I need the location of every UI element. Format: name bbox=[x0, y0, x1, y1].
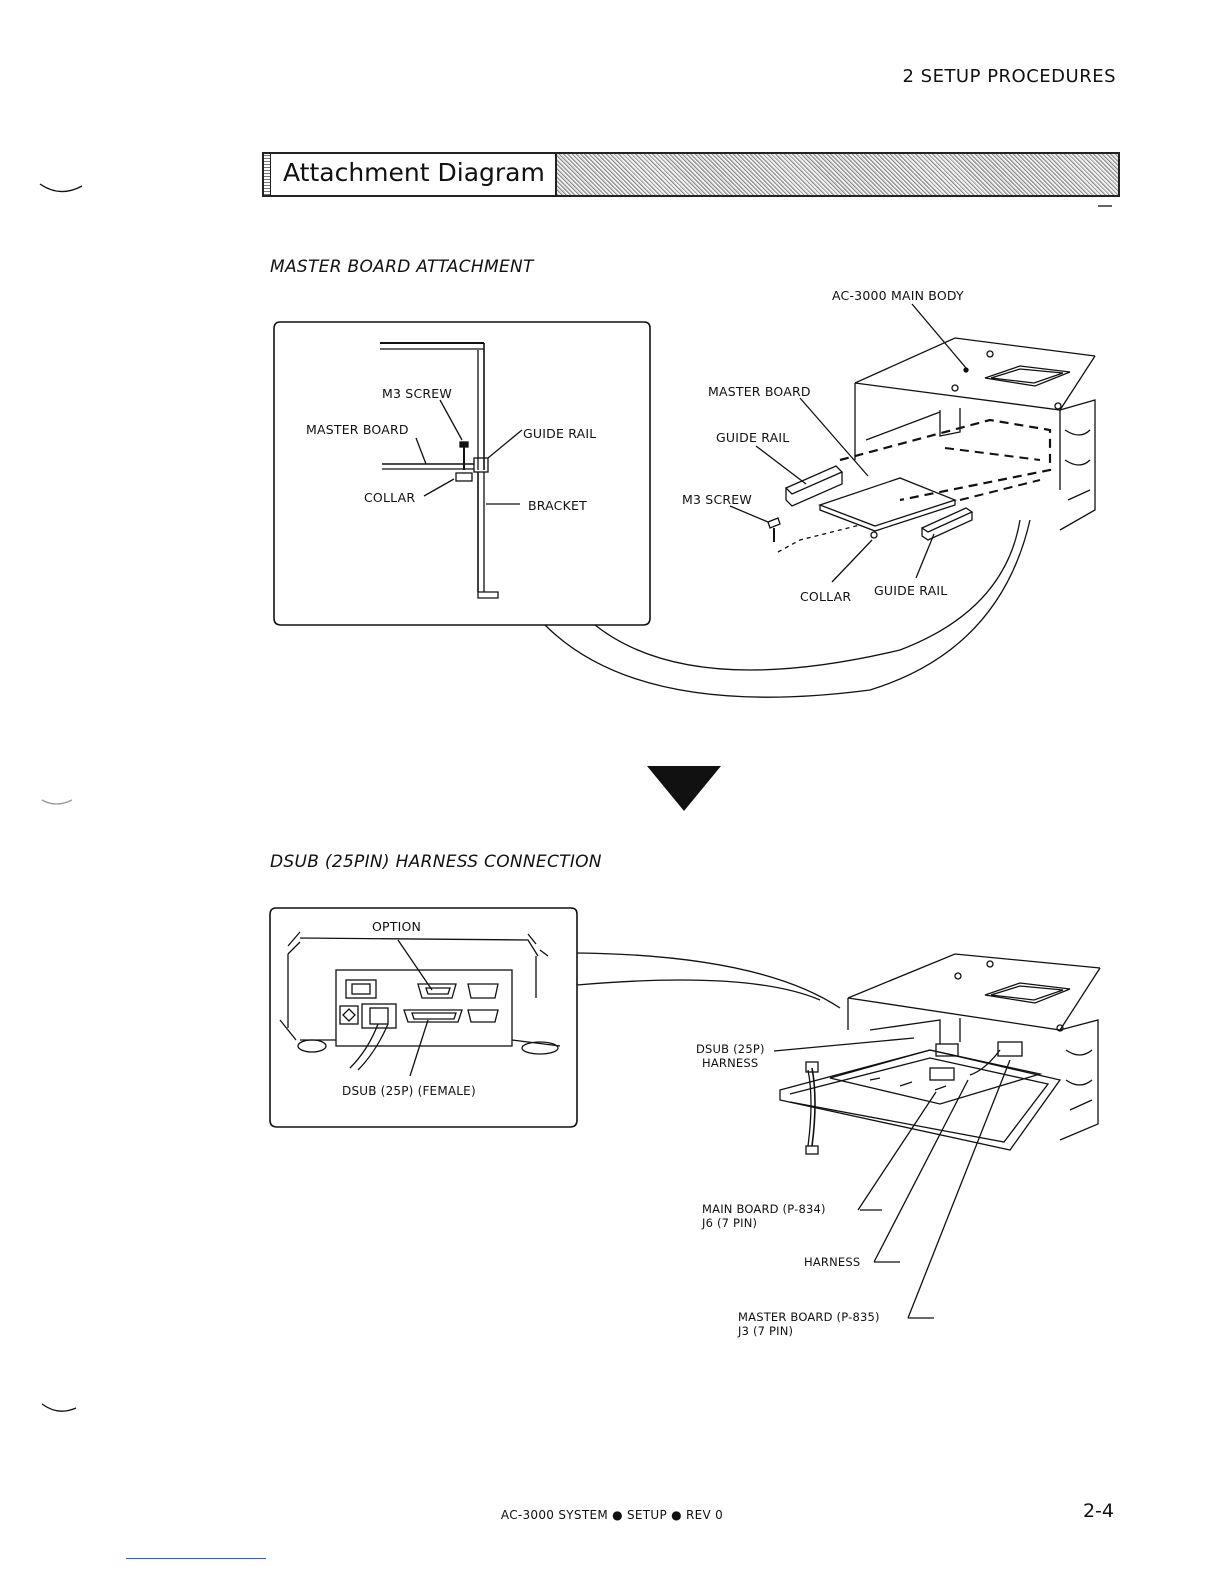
label-guide-rail-2: GUIDE RAIL bbox=[874, 583, 948, 598]
label-m3-screw-inset: M3 SCREW bbox=[382, 386, 452, 401]
figure2-inset bbox=[269, 907, 578, 1128]
label-master-board: MASTER BOARD bbox=[708, 384, 811, 399]
label-master-board-line1: MASTER BOARD (P-835) bbox=[738, 1310, 880, 1324]
margin-mark bbox=[39, 183, 83, 193]
figure2-main-body bbox=[773, 953, 1101, 1319]
label-main-body: AC-3000 MAIN BODY bbox=[832, 288, 964, 303]
figure1-callout-curve bbox=[544, 519, 1031, 698]
chapter-header: 2 SETUP PROCEDURES bbox=[902, 66, 1116, 87]
label-collar: COLLAR bbox=[800, 589, 852, 604]
label-option: OPTION bbox=[372, 919, 422, 934]
figure2-callout-curve bbox=[576, 952, 841, 1009]
label-main-board-line2: J6 (7 PIN) bbox=[702, 1216, 758, 1230]
label-harness: HARNESS bbox=[804, 1255, 861, 1269]
label-bracket-inset: BRACKET bbox=[528, 498, 587, 513]
label-master-board-line2: J3 (7 PIN) bbox=[738, 1324, 794, 1338]
figure1-title: MASTER BOARD ATTACHMENT bbox=[270, 257, 534, 277]
label-main-board-line1: MAIN BOARD (P-834) bbox=[702, 1202, 826, 1216]
section-bar-pattern bbox=[556, 154, 1118, 195]
figure2-title: DSUB (25PIN) HARNESS CONNECTION bbox=[270, 852, 602, 872]
section-title: Attachment Diagram bbox=[271, 154, 557, 195]
footer-doc-id: AC-3000 SYSTEM ● SETUP ● REV 0 bbox=[500, 1508, 724, 1522]
label-guide-rail-1: GUIDE RAIL bbox=[716, 430, 790, 445]
section-title-bar: Attachment Diagram bbox=[262, 152, 1120, 197]
label-collar-inset: COLLAR bbox=[364, 490, 416, 505]
figure1-inset bbox=[273, 321, 651, 626]
label-guide-rail-inset: GUIDE RAIL bbox=[523, 426, 597, 441]
label-dsub-harness-line2: HARNESS bbox=[702, 1056, 759, 1070]
label-dsub-female: DSUB (25P) (FEMALE) bbox=[342, 1084, 476, 1098]
down-arrow-icon bbox=[647, 766, 721, 811]
section-bar-edge bbox=[264, 154, 271, 195]
page-number: 2-4 bbox=[1082, 1500, 1114, 1522]
label-m3-screw: M3 SCREW bbox=[682, 492, 752, 507]
label-dsub-harness-line1: DSUB (25P) bbox=[696, 1042, 765, 1056]
figure1-main-body bbox=[729, 303, 1096, 583]
label-master-board-inset: MASTER BOARD bbox=[306, 422, 409, 437]
footer-rule bbox=[126, 1558, 266, 1559]
